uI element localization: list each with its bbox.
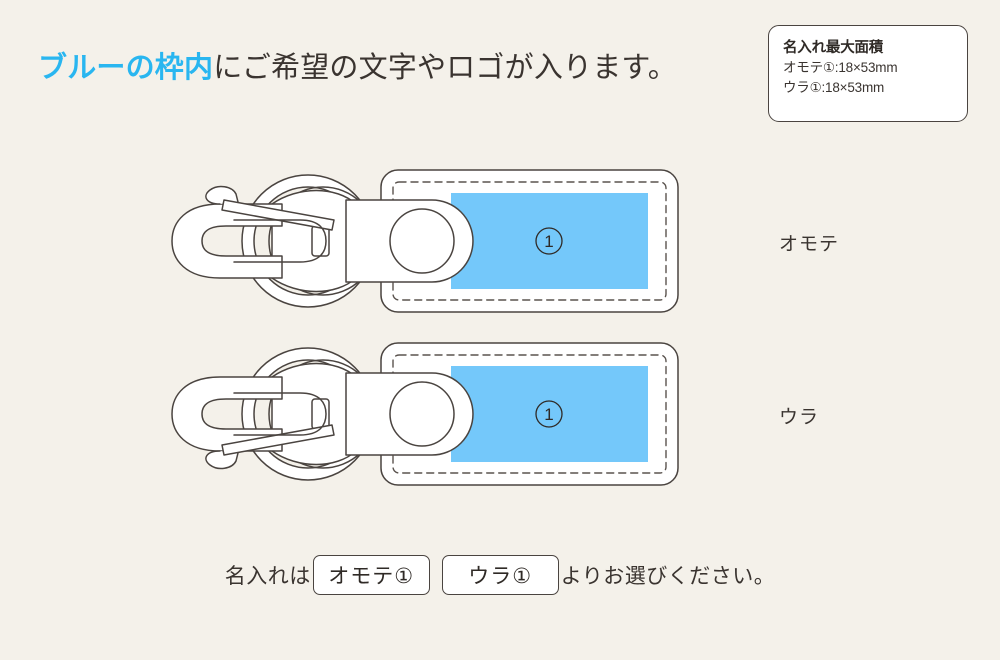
option-button-back[interactable]: ウラ① [441, 555, 559, 595]
side-label-back: ウラ [779, 407, 820, 428]
imprint-area-front [451, 193, 648, 289]
snap-hook-jaw-front [233, 219, 327, 263]
imprint-mark-number-front: 1 [544, 232, 553, 251]
selection-suffix-text: よりお選びください。 [560, 565, 776, 588]
headline-rest: にご希望の文字やロゴが入ります。 [213, 52, 677, 84]
info-box-title: 名入れ最大面積 [783, 40, 884, 56]
option-button-front[interactable]: オモテ① [312, 555, 430, 595]
snap-hook-nose-front [205, 185, 239, 205]
product-row-front: 1 オモテ [0, 160, 1000, 330]
keychain-svg-back: 1 [171, 342, 679, 486]
imprint-area-info-box: 名入れ最大面積 オモテ①:18×53mm ウラ①:18×53mm [768, 25, 968, 122]
snap-hook-nose-back [205, 450, 239, 470]
product-row-back: 1 ウラ [0, 333, 1000, 503]
selection-prefix-text: 名入れは [224, 565, 311, 588]
tag-strap-hole-front [389, 208, 455, 274]
side-label-front: オモテ [779, 234, 840, 255]
page-title: ブルーの枠内にご希望の文字やロゴが入ります。 [38, 48, 677, 88]
info-box-line-back: ウラ①:18×53mm [783, 80, 885, 95]
snap-hook-body-back [171, 376, 283, 452]
info-box-line-front: オモテ①:18×53mm [783, 60, 898, 75]
tag-strap-hole-back [389, 381, 455, 447]
imprint-mark-number-back: 1 [544, 405, 553, 424]
imprint-area-back [451, 366, 648, 462]
headline-highlight: ブルーの枠内 [38, 52, 214, 84]
keychain-svg-front: 1 [171, 169, 679, 313]
snap-hook-jaw-back [233, 392, 327, 436]
imprint-mark-front: 1 [535, 227, 563, 255]
imprint-mark-back: 1 [535, 400, 563, 428]
keychain-illustration-back: 1 [160, 333, 770, 503]
imprint-selection-line: 名入れは オモテ① ウラ① よりお選びください。 [0, 552, 1000, 598]
snap-hook-gate-back [221, 424, 335, 456]
keychain-illustration-front: 1 [160, 160, 770, 330]
snap-hook-body-front [171, 203, 283, 279]
snap-hook-gate-front [221, 199, 335, 231]
